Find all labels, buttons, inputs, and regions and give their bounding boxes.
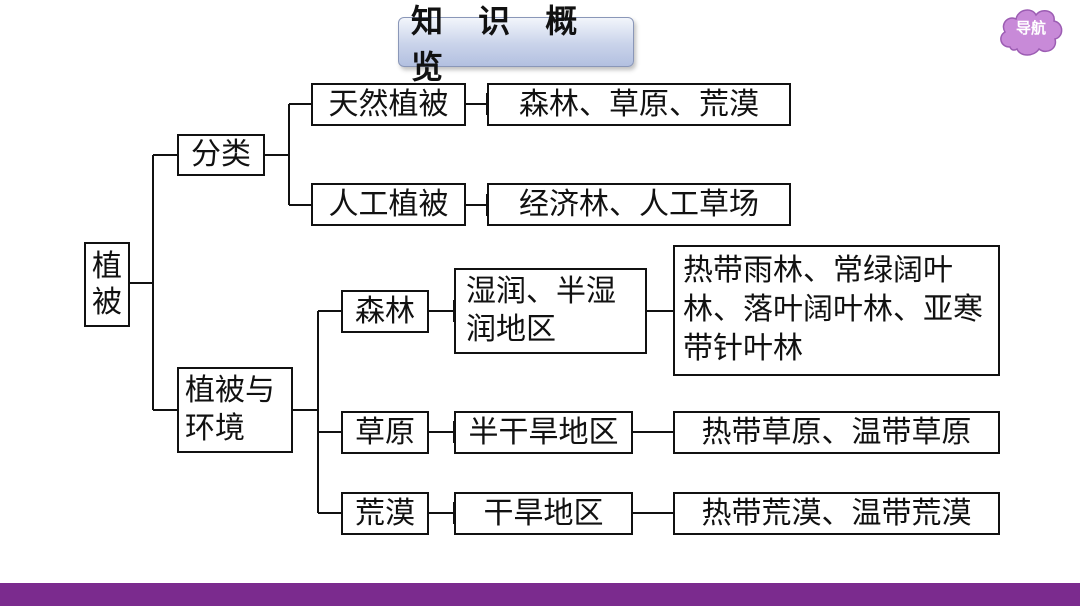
bottom-bar: [0, 583, 1080, 606]
desert-label: 荒漠: [355, 495, 415, 531]
grassland-node: 草原: [341, 411, 429, 454]
grassland-region-text: 半干旱地区: [468, 414, 619, 450]
natural-vegetation-label: 天然植被: [328, 86, 449, 122]
page-title-text: 知 识 概 览: [411, 2, 590, 86]
desert-region: 干旱地区: [454, 492, 633, 535]
classification-label: 分类: [191, 137, 251, 172]
nav-label: 导航: [1015, 19, 1046, 37]
classification-node: 分类: [177, 134, 265, 176]
nav-button[interactable]: 导航: [996, 3, 1066, 59]
desert-types-text: 热带荒漠、温带荒漠: [701, 495, 972, 531]
grassland-label: 草原: [355, 414, 415, 450]
cloud-icon: [1000, 9, 1063, 56]
desert-node: 荒漠: [341, 492, 429, 535]
artificial-vegetation-items-text: 经济林、人工草场: [519, 186, 759, 222]
grassland-types: 热带草原、温带草原: [673, 411, 1000, 454]
natural-vegetation-items: 森林、草原、荒漠: [487, 83, 791, 126]
environment-label: 植被与环境: [185, 373, 275, 446]
artificial-vegetation-node: 人工植被: [311, 183, 466, 226]
natural-vegetation-items-text: 森林、草原、荒漠: [519, 86, 759, 122]
artificial-vegetation-label: 人工植被: [328, 186, 449, 222]
environment-node: 植被与环境: [177, 367, 293, 453]
page-title: 知 识 概 览: [398, 2, 634, 86]
root-node: 植被: [84, 242, 130, 327]
grassland-types-text: 热带草原、温带草原: [701, 414, 972, 450]
forest-types-text: 热带雨林、常绿阔叶林、落叶阔叶林、亚寒带针叶林: [683, 253, 983, 366]
natural-vegetation-node: 天然植被: [311, 83, 466, 126]
forest-region-text: 湿润、半湿润地区: [466, 274, 616, 347]
artificial-vegetation-items: 经济林、人工草场: [487, 183, 791, 226]
forest-node: 森林: [341, 290, 429, 333]
forest-region: 湿润、半湿润地区: [454, 268, 647, 354]
desert-region-text: 干旱地区: [483, 495, 604, 531]
root-label: 植被: [92, 248, 122, 320]
forest-label: 森林: [355, 293, 415, 329]
desert-types: 热带荒漠、温带荒漠: [673, 492, 1000, 535]
grassland-region: 半干旱地区: [454, 411, 633, 454]
forest-types: 热带雨林、常绿阔叶林、落叶阔叶林、亚寒带针叶林: [673, 245, 1000, 376]
